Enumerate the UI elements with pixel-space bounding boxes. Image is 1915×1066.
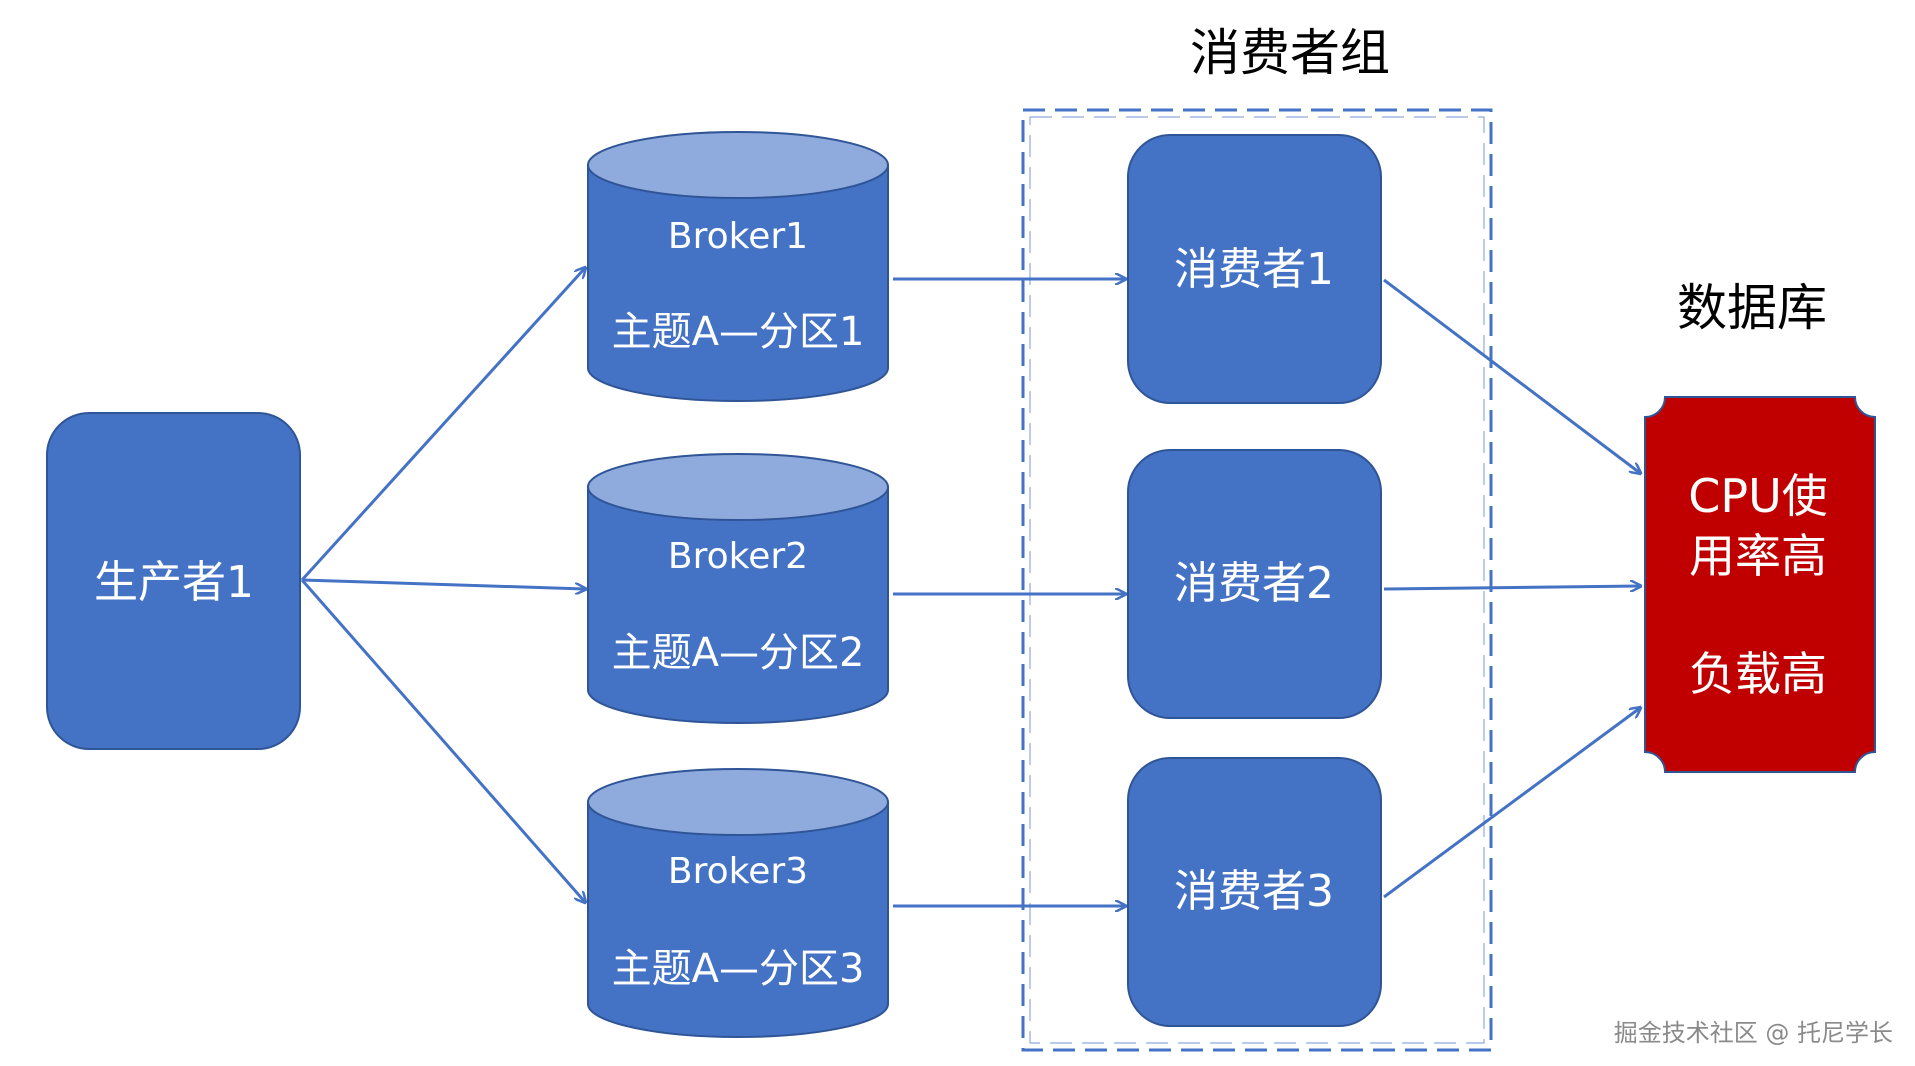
database-line-1: CPU使 (1688, 469, 1828, 523)
arrow-producer-to-broker-2 (301, 578, 585, 589)
database-title: 数据库 (1677, 279, 1827, 337)
consumer-node-1: 消费者1 (1127, 134, 1382, 404)
arrow-producer-to-broker-1 (300, 268, 585, 582)
database-node: CPU使 用率高 负载高 (1644, 396, 1876, 773)
broker-3-name: Broker3 (668, 851, 808, 892)
broker-2-name: Broker2 (668, 536, 808, 577)
broker-1-partition: 主题A—分区1 (612, 309, 865, 355)
consumer-1-label: 消费者1 (1174, 244, 1334, 295)
producer-label: 生产者1 (94, 557, 254, 608)
consumer-group-boundary-inner (1029, 116, 1485, 1044)
consumer-group-boundary (1021, 108, 1493, 1052)
consumer-node-2: 消费者2 (1127, 449, 1382, 719)
broker-cylinder-2: Broker2 主题A—分区2 (587, 453, 889, 724)
producer-node: 生产者1 (46, 412, 301, 750)
consumer-2-label: 消费者2 (1174, 558, 1334, 609)
consumer-node-3: 消费者3 (1127, 757, 1382, 1027)
database-line-3: 负载高 (1689, 647, 1827, 701)
arrow-consumer-1-to-database (1383, 278, 1640, 473)
arrow-consumer-2-to-database (1383, 586, 1640, 589)
database-line-2: 用率高 (1689, 529, 1827, 583)
watermark: 掘金技术社区 @ 托尼学长 (1613, 1019, 1893, 1047)
arrow-producer-to-broker-3 (300, 579, 585, 902)
consumer-group-title: 消费者组 (1190, 24, 1390, 82)
consumer-3-label: 消费者3 (1174, 866, 1334, 917)
broker-cylinder-1: Broker1 主题A—分区1 (587, 131, 889, 402)
broker-2-partition: 主题A—分区2 (612, 630, 865, 676)
broker-3-partition: 主题A—分区3 (612, 946, 865, 992)
arrow-consumer-3-to-database (1383, 708, 1640, 899)
broker-1-name: Broker1 (668, 216, 808, 257)
broker-cylinder-3: Broker3 主题A—分区3 (587, 768, 889, 1038)
